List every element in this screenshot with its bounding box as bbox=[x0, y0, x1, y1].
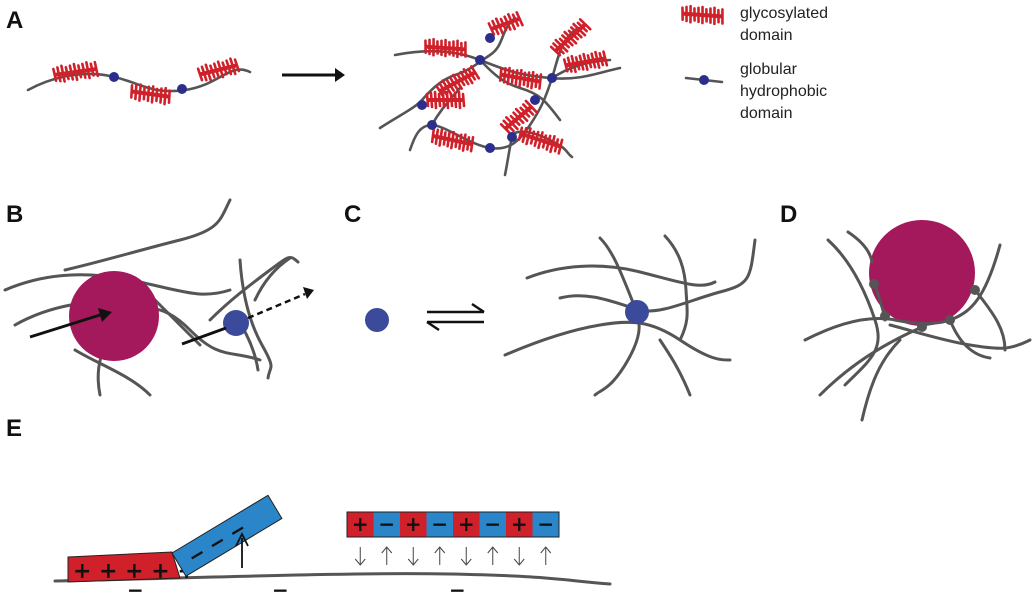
glycosylated-domain bbox=[424, 37, 467, 59]
interaction-arrows bbox=[354, 546, 552, 566]
blocked-arrow bbox=[29, 313, 101, 339]
hydrophobic-domain-dot bbox=[427, 120, 437, 130]
down-arrow bbox=[354, 547, 366, 566]
chain-segment bbox=[453, 512, 480, 537]
glycosylated-domain bbox=[130, 83, 171, 106]
surface-charge: − bbox=[127, 578, 144, 597]
down-arrow bbox=[460, 547, 472, 566]
negative-block: − − − bbox=[171, 494, 283, 577]
hydrophobic-domain-dot bbox=[109, 72, 119, 82]
hydrophobic-domain-dot bbox=[530, 95, 540, 105]
diffusion-dashed-arrow bbox=[247, 292, 306, 320]
bound-particle bbox=[869, 220, 975, 326]
down-arrow bbox=[407, 547, 419, 566]
legend: glycosylated domain globular hydrophobic… bbox=[681, 4, 828, 122]
binding-site bbox=[880, 311, 890, 321]
up-arrow bbox=[381, 546, 393, 565]
equilibrium-arrows bbox=[426, 302, 485, 332]
legend-globular-line3: domain bbox=[740, 105, 792, 122]
panel-c-label: C bbox=[344, 201, 361, 228]
panel-c: C bbox=[344, 201, 757, 397]
glycosylated-domain bbox=[517, 126, 564, 155]
panel-e: E + + + + + − − − +−+−+−+− − − − bbox=[6, 415, 612, 597]
chain-segment-sign: − bbox=[378, 512, 395, 536]
hydrophobic-domain-dot bbox=[507, 132, 517, 142]
legend-hydrophobic-symbol bbox=[684, 75, 724, 85]
hydrophobic-domain-dot bbox=[417, 100, 427, 110]
chain-segment-sign: − bbox=[484, 512, 501, 536]
positive-block-signs: + + + + + bbox=[73, 559, 196, 584]
panel-d: D bbox=[780, 201, 1032, 422]
glycosylated-domain bbox=[562, 50, 609, 74]
chain-segment bbox=[373, 512, 400, 537]
up-arrow bbox=[487, 546, 499, 565]
panel-d-label: D bbox=[780, 201, 797, 228]
surface-charge: − bbox=[449, 578, 466, 597]
small-particle bbox=[223, 310, 249, 336]
glycosylated-domain bbox=[196, 57, 241, 82]
chain-segment-sign: + bbox=[511, 512, 528, 536]
chain-segment bbox=[532, 512, 559, 537]
chain-segment bbox=[347, 512, 374, 537]
glycosylated-domain bbox=[430, 128, 475, 153]
panel-a: A bbox=[6, 4, 828, 177]
chain-segment-sign: − bbox=[431, 512, 448, 536]
chain-segment bbox=[479, 512, 506, 537]
chain-segment bbox=[426, 512, 453, 537]
trapped-particle bbox=[625, 300, 649, 324]
surface-charge: − bbox=[272, 578, 289, 597]
up-arrow bbox=[434, 546, 446, 565]
chain-segment bbox=[506, 512, 533, 537]
panel-e-label: E bbox=[6, 415, 22, 442]
mucin-network bbox=[378, 10, 622, 177]
chain-segment-sign: − bbox=[537, 512, 554, 536]
hydrophobic-domain-dot bbox=[547, 73, 557, 83]
down-arrow bbox=[513, 547, 525, 566]
glycosylated-domain bbox=[52, 60, 100, 83]
binding-site bbox=[869, 279, 879, 289]
panel-a-label: A bbox=[6, 7, 23, 34]
particle-path-arrow bbox=[181, 326, 227, 346]
glycosylated-domain bbox=[549, 18, 592, 57]
panel-b-label: B bbox=[6, 201, 23, 228]
up-arrow bbox=[540, 546, 552, 565]
hydrophobic-domain-dot bbox=[485, 143, 495, 153]
chain-segment bbox=[400, 512, 427, 537]
legend-glyco-symbol bbox=[681, 4, 724, 26]
legend-globular-line1: globular bbox=[740, 61, 798, 78]
free-particle bbox=[365, 308, 389, 332]
single-mucin-strand bbox=[26, 57, 252, 106]
alternating-charge-chain: +−+−+−+− bbox=[346, 511, 560, 538]
binding-site bbox=[945, 315, 955, 325]
legend-globular-line2: hydrophobic bbox=[740, 83, 827, 100]
binding-site bbox=[970, 285, 980, 295]
chain-border bbox=[346, 511, 560, 538]
hydrophobic-domain-dot bbox=[485, 33, 495, 43]
glycosylated-domain bbox=[498, 66, 543, 90]
chain-segment-sign: + bbox=[352, 512, 369, 536]
glycosylated-domain bbox=[425, 90, 466, 110]
large-particle bbox=[69, 271, 159, 361]
panel-b: B bbox=[3, 198, 314, 397]
chain-segment-sign: + bbox=[405, 512, 422, 536]
glycosylated-domain bbox=[499, 99, 539, 135]
reaction-arrow bbox=[282, 68, 345, 82]
legend-glyco-line1: glycosylated bbox=[740, 5, 828, 22]
repulsion-arrow bbox=[235, 531, 249, 568]
legend-glyco-line2: domain bbox=[740, 27, 792, 44]
positive-block: + + + + + bbox=[67, 551, 196, 584]
hydrophobic-domain-dot bbox=[475, 55, 485, 65]
binding-site bbox=[917, 322, 927, 332]
chain-segment-sign: + bbox=[458, 512, 475, 536]
hydrophobic-domain-dot bbox=[177, 84, 187, 94]
glycosylated-domain bbox=[487, 10, 524, 36]
